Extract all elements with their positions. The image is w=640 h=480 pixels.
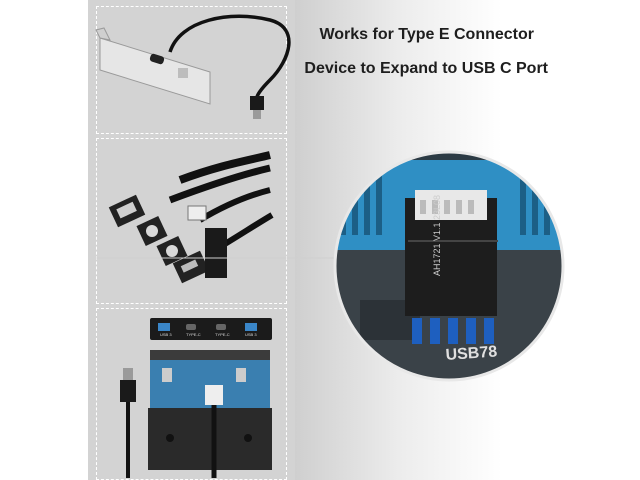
- pci-bracket-image: [95, 14, 291, 119]
- zoom-circle-border: [333, 150, 565, 382]
- header-silk-label: AH1721 V1.1 23L08: [432, 195, 442, 276]
- photo-tile-front-panel-cables: [96, 138, 287, 304]
- panel-port-1-label: USB 3: [160, 332, 172, 337]
- bay-panel-image: [120, 318, 272, 478]
- photo-tile-bracket: [96, 6, 287, 134]
- caption-line-1: Works for Type E Connector: [319, 26, 534, 43]
- panel-port-2-label: TYPE-C: [186, 332, 201, 337]
- board-silk-label: USB78: [445, 343, 498, 364]
- panel-port-3-label: TYPE-C: [215, 332, 230, 337]
- front-panel-cables-image: [108, 151, 274, 284]
- caption-line-2: Device to Expand to USB C Port: [304, 60, 548, 77]
- panel-port-4-label: USB 3: [245, 332, 257, 337]
